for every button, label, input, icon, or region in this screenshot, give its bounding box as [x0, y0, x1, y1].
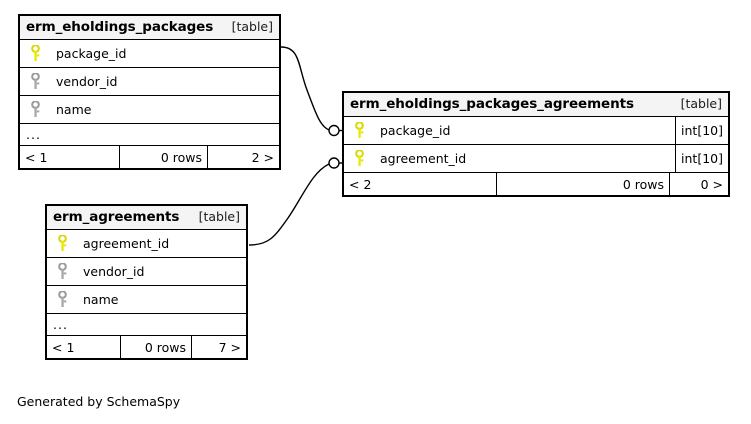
- primary-key-icon: [344, 150, 374, 167]
- table-row[interactable]: name: [20, 96, 279, 124]
- table-footer: < 2 0 rows 0 >: [344, 173, 728, 195]
- prev-page-button[interactable]: < 1: [25, 149, 48, 165]
- column-name: name: [83, 292, 119, 307]
- table-footer: < 1 0 rows 7 >: [47, 336, 246, 358]
- table-row[interactable]: vendor_id: [20, 68, 279, 96]
- next-page-button[interactable]: 7 >: [191, 336, 246, 358]
- primary-key-icon: [47, 235, 77, 252]
- table-header: erm_agreements [table]: [47, 206, 246, 230]
- more-columns-indicator: ...: [20, 124, 279, 146]
- column-name: agreement_id: [83, 236, 170, 251]
- column-name: vendor_id: [83, 264, 145, 279]
- prev-page-button[interactable]: < 1: [52, 339, 75, 355]
- primary-key-icon: [20, 45, 50, 62]
- key-icon: [47, 263, 77, 280]
- prev-page-button[interactable]: < 2: [349, 176, 372, 192]
- relationship-agreements-to-packages_agreements: [248, 157, 353, 246]
- table-row[interactable]: agreement_id int[10]: [344, 145, 728, 173]
- column-type: int[10]: [675, 117, 728, 144]
- next-page-button[interactable]: 0 >: [669, 173, 728, 195]
- table-erm-agreements[interactable]: erm_agreements [table] agreement_id: [45, 204, 248, 360]
- table-row[interactable]: name: [47, 286, 246, 314]
- column-name: package_id: [380, 123, 451, 138]
- key-icon: [47, 291, 77, 308]
- column-type: int[10]: [675, 145, 728, 172]
- table-row[interactable]: agreement_id: [47, 230, 246, 258]
- table-title: erm_eholdings_packages: [26, 19, 214, 35]
- more-columns-indicator: ...: [47, 314, 246, 336]
- table-erm-eholdings-packages-agreements[interactable]: erm_eholdings_packages_agreements [table…: [342, 91, 730, 197]
- generated-by-caption: Generated by SchemaSpy: [17, 394, 181, 409]
- table-footer: < 1 0 rows 2 >: [20, 146, 279, 168]
- column-name: package_id: [56, 46, 127, 61]
- table-header: erm_eholdings_packages [table]: [20, 16, 279, 40]
- table-erm-eholdings-packages[interactable]: erm_eholdings_packages [table] package_i…: [18, 14, 281, 170]
- row-count-label: 0 rows: [120, 336, 191, 358]
- table-kind-label: [table]: [231, 19, 273, 34]
- zero-cardinality-marker: [328, 124, 340, 137]
- key-icon: [20, 101, 50, 118]
- table-title: erm_eholdings_packages_agreements: [350, 96, 634, 112]
- table-kind-label: [table]: [198, 209, 240, 224]
- column-name: vendor_id: [56, 74, 118, 89]
- column-name: agreement_id: [380, 151, 467, 166]
- row-count-label: 0 rows: [496, 173, 669, 195]
- table-title: erm_agreements: [53, 209, 180, 225]
- table-row[interactable]: package_id int[10]: [344, 117, 728, 145]
- row-count-label: 0 rows: [119, 146, 207, 168]
- key-icon: [20, 73, 50, 90]
- zero-cardinality-marker: [328, 157, 340, 169]
- table-header: erm_eholdings_packages_agreements [table…: [344, 93, 728, 117]
- column-name: name: [56, 102, 92, 117]
- next-page-button[interactable]: 2 >: [207, 146, 279, 168]
- table-row[interactable]: vendor_id: [47, 258, 246, 286]
- table-row[interactable]: package_id: [20, 40, 279, 68]
- primary-key-icon: [344, 122, 374, 139]
- table-kind-label: [table]: [680, 96, 722, 111]
